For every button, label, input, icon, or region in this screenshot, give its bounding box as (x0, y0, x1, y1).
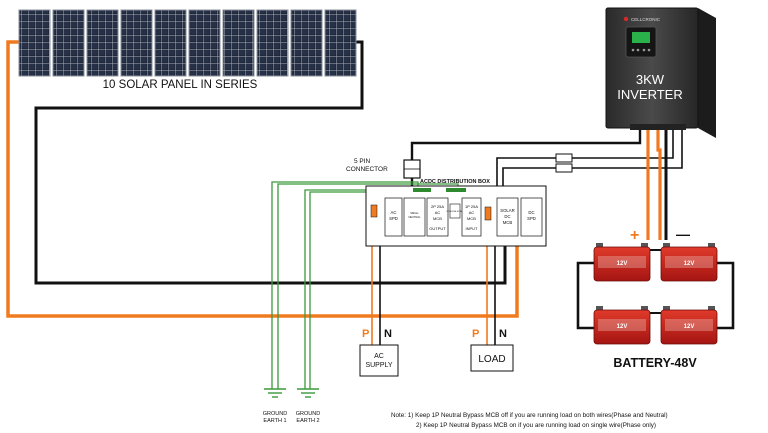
ground-1-label-line2: EARTH 1 (263, 418, 286, 424)
solar-panel-3 (86, 9, 119, 77)
battery-2-rating: 12V (684, 261, 695, 267)
ac-supply-label-line1: AC (374, 353, 384, 360)
solar-panel-6 (188, 9, 221, 77)
neutral-bypass-breaker-handle (370, 204, 378, 218)
solar-panel-9 (290, 9, 323, 77)
module-dc-spd-l1: DC (528, 210, 534, 215)
solar-panel-5 (154, 9, 187, 77)
brand-logo-icon (623, 16, 629, 22)
module-2p-mcb-l2: AC (435, 210, 441, 215)
ac-supply-label-line2: SUPPLY (365, 362, 392, 369)
module-ac-spd (384, 197, 403, 237)
inverter-side-panel (698, 8, 716, 138)
module-solar-dc-l3: MCB (503, 220, 513, 225)
module-output-label: OUTPUT (429, 226, 446, 231)
solar-panel-4 (120, 9, 153, 77)
battery-bank-label: BATTERY-48V (613, 356, 697, 370)
orange-wire-inverter-battery-2 (656, 128, 662, 240)
solar-panel-array (18, 9, 357, 77)
inverter-body (605, 7, 699, 129)
inverter-brand: CELLCRONIC (631, 17, 661, 22)
module-2p-mcb-l1: 2P 25A (431, 204, 444, 209)
acdc-distribution-box: ACDC DISTRIBUTION BOX AC SPD SMALL NEUTR… (365, 179, 547, 247)
module-1p-mcb-l1: 1P 25A (465, 204, 478, 209)
ac-supply-phase-label: P (362, 328, 369, 340)
module-dc-spd (520, 197, 543, 237)
battery-3-rating: 12V (617, 324, 628, 330)
solar-panel-1 (18, 9, 51, 77)
inverter-terminal-bar (630, 124, 686, 130)
solar-panels-label: 10 SOLAR PANEL IN SERIES (103, 79, 258, 91)
note-line-1: Note: 1) Keep 1P Neutral Bypass MCB off … (391, 412, 668, 419)
module-1p-mcb-l2: AC (469, 210, 475, 215)
inverter-button-3 (642, 48, 646, 52)
battery-1-rating: 12V (617, 261, 628, 267)
module-ac-spd-l1: AC (391, 210, 397, 215)
ground-1-label-line1: GROUND (263, 411, 287, 417)
ground-2-label-line2: EARTH 2 (296, 418, 319, 424)
inverter-button-4 (647, 48, 651, 52)
inverter-button-1 (631, 48, 635, 52)
green-earth-bar-2 (446, 188, 466, 192)
ground-2-label-line1: GROUND (296, 411, 320, 417)
inline-fuse-2 (555, 163, 573, 173)
module-solar-dc-l1: SOLAR (500, 208, 515, 213)
module-ac-spd-l2: SPD (389, 216, 398, 221)
inline-fuse-1 (555, 153, 573, 163)
connector-label-line1: 5 PIN (354, 158, 371, 165)
inverter-lcd-screen (632, 32, 650, 43)
load-label: LOAD (478, 354, 505, 365)
inverter-button-2 (636, 48, 640, 52)
black-wire-inverter-dcmcb-1 (496, 130, 674, 186)
ac-supply-box (359, 344, 399, 377)
battery-unit-3: 12V (593, 306, 651, 345)
distribution-box-title: ACDC DISTRIBUTION BOX (420, 179, 490, 185)
inverter-rating: 3KW (636, 72, 665, 87)
inverter-unit: CELLCRONIC 3KW INVERTER (605, 7, 716, 138)
module-small-neutral (403, 197, 426, 237)
module-small-neutral-l2: NEUTRAL (408, 215, 421, 219)
battery-series-link-left (576, 261, 598, 330)
note-line-2: 2) Keep 1P Neutral Bypass MCB on if you … (416, 422, 656, 429)
black-wire-inverter-dcmcb-2 (502, 130, 683, 186)
battery-negative-label: — (676, 226, 690, 242)
module-input-label: INPUT (466, 226, 479, 231)
module-neutral-bypass (449, 203, 461, 219)
inverter-name: INVERTER (617, 87, 683, 102)
green-earth-bar-1 (413, 188, 431, 192)
module-neutral-bypass-text: 1P NEUTRAL BYPASS (446, 210, 464, 213)
solar-panel-8 (256, 9, 289, 77)
module-1p-mcb-l3: MCB (467, 216, 476, 221)
connector-label-line2: CONNECTOR (346, 166, 388, 173)
battery-unit-1: 12V (593, 243, 651, 282)
black-wire-panels-negative (34, 40, 507, 285)
module-small-neutral-l1: SMALL (410, 211, 419, 215)
module-2p-25a-ac-mcb (426, 197, 449, 237)
solar-panel-2 (52, 9, 85, 77)
module-dc-spd-l2: SPD (527, 216, 536, 221)
ac-supply-neutral-label: N (384, 328, 392, 340)
ground-earth-1-symbol (264, 388, 286, 398)
module-solar-dc-l2: DC (504, 214, 510, 219)
load-neutral-label: N (499, 328, 507, 340)
solar-panel-7 (222, 9, 255, 77)
load-box (470, 344, 514, 372)
solar-panel-10 (324, 9, 357, 77)
module-2p-mcb-l3: MCB (433, 216, 442, 221)
battery-unit-4: 12V (660, 306, 718, 345)
module-solar-dc-mcb (496, 197, 519, 237)
black-wire-inverter-connector (410, 128, 642, 160)
green-earth-wire-1 (271, 181, 419, 389)
load-phase-label: P (472, 328, 479, 340)
module-1p-25a-ac-mcb (461, 197, 482, 237)
battery-positive-label: + (630, 227, 639, 244)
ground-earth-2-symbol (297, 388, 319, 398)
battery-series-link-right (714, 261, 735, 330)
battery-unit-2: 12V (660, 243, 718, 282)
battery-4-rating: 12V (684, 324, 695, 330)
dc-breaker-handle (484, 206, 492, 221)
